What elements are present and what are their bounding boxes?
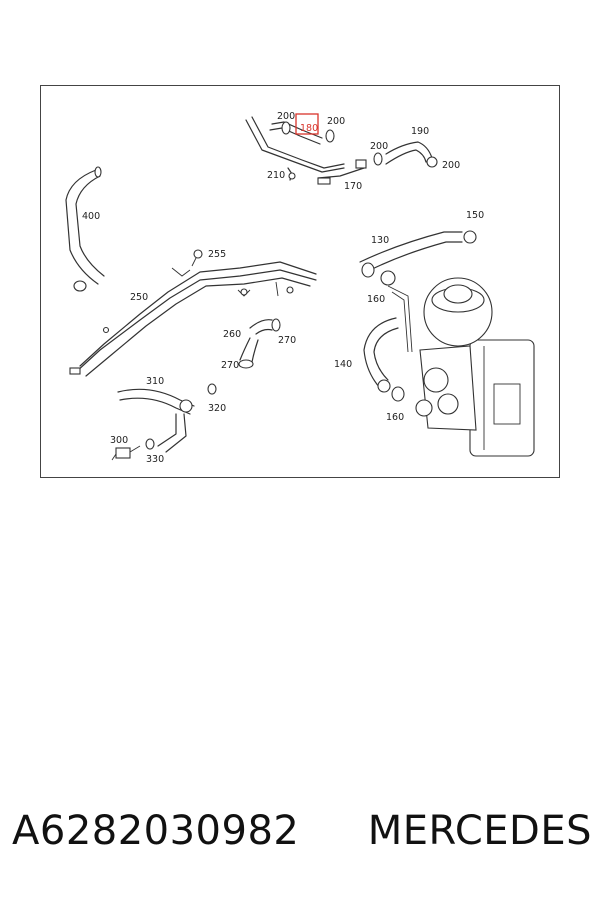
part-number-line: A6282030982 MERCEDES <box>12 800 592 862</box>
parts-diagram: 200 180 200 200 190 200 210 170 400 150 … <box>40 85 560 478</box>
pipe-250 <box>69 261 317 377</box>
label-200-a: 200 <box>277 111 295 122</box>
label-400: 400 <box>82 211 100 222</box>
part-number: A6282030982 <box>12 808 300 854</box>
highlight-180 <box>295 113 319 135</box>
label-210: 210 <box>267 170 285 181</box>
label-150: 150 <box>466 210 484 221</box>
hose-180-assembly <box>245 116 367 185</box>
hose-400 <box>65 166 105 292</box>
label-330: 330 <box>146 454 164 465</box>
label-190: 190 <box>411 126 429 137</box>
label-260: 260 <box>223 329 241 340</box>
label-300: 300 <box>110 435 128 446</box>
hose-190 <box>373 141 438 168</box>
bolt-255 <box>191 249 203 267</box>
label-140: 140 <box>334 359 352 370</box>
oil-filter-housing <box>387 277 535 457</box>
label-200-b: 200 <box>327 116 345 127</box>
brand-name: MERCEDES <box>367 808 592 854</box>
label-160-b: 160 <box>386 412 404 423</box>
label-160-a: 160 <box>367 294 385 305</box>
label-310: 310 <box>146 376 164 387</box>
connector-300 <box>111 445 141 461</box>
hose-310 <box>117 383 217 453</box>
label-270-a: 270 <box>278 335 296 346</box>
label-170: 170 <box>344 181 362 192</box>
label-200-d: 200 <box>442 160 460 171</box>
label-250: 250 <box>130 292 148 303</box>
hose-260 <box>238 318 281 369</box>
hose-130 <box>359 230 477 286</box>
hose-140 <box>363 317 405 402</box>
label-200-c: 200 <box>370 141 388 152</box>
label-130: 130 <box>371 235 389 246</box>
label-255: 255 <box>208 249 226 260</box>
label-180: 180 <box>300 123 318 134</box>
label-320: 320 <box>208 403 226 414</box>
label-270-b: 270 <box>221 360 239 371</box>
